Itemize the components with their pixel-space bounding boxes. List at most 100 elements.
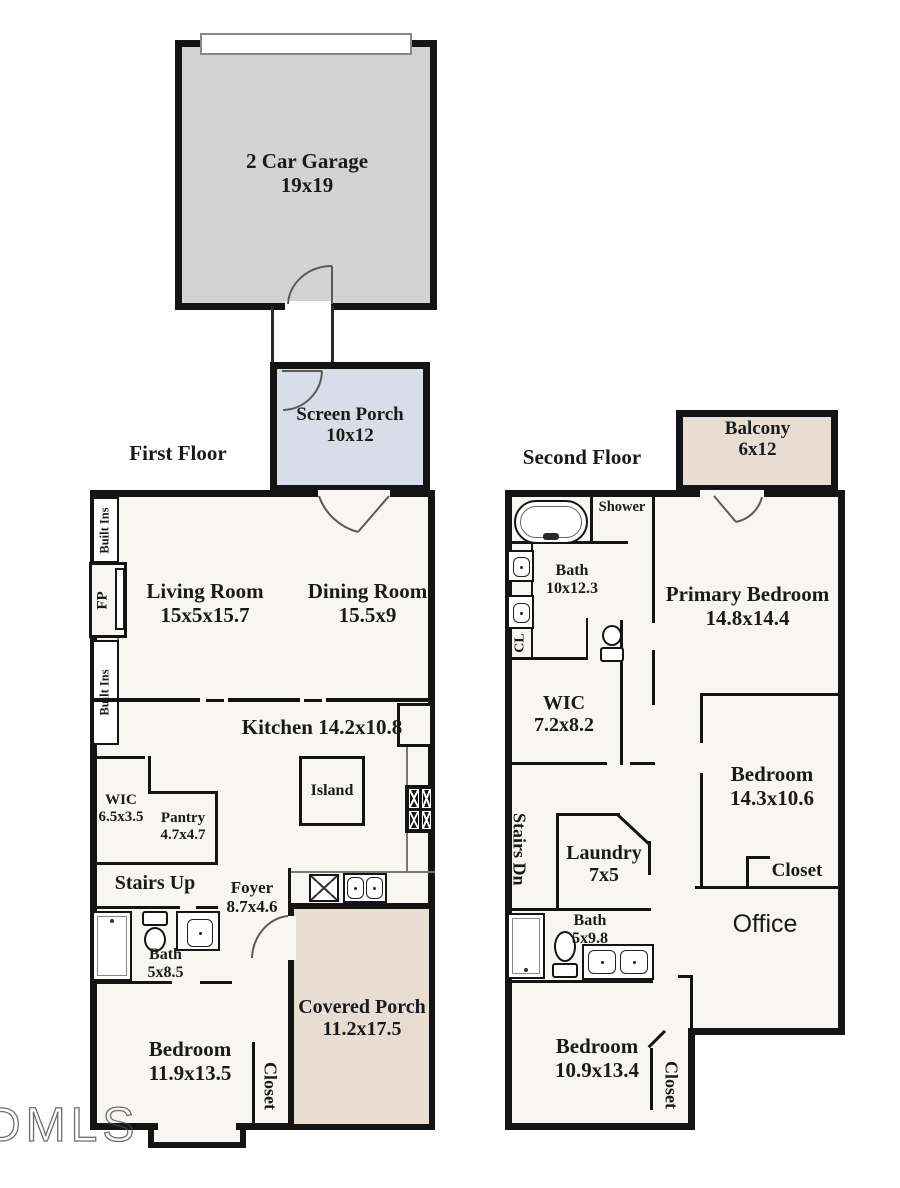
primary-bedroom-name: Primary Bedroom [665,582,830,606]
sink-basin [366,877,383,899]
toilet-tank [552,963,578,978]
sf-wall-wing-right [688,1028,695,1130]
sink-basin [620,950,648,974]
stove-burner [421,810,431,829]
second-floor-title: Second Floor [522,445,642,469]
garage-door-panel [200,33,412,55]
stove [405,785,435,833]
balcony-name: Balcony [724,418,791,439]
sf-wall-office-bottom [688,1028,845,1035]
pantry-right-wall [215,791,218,865]
balcony-door-gap [700,490,764,498]
wic2-name: WIC [542,692,586,714]
stairs-top-wall [90,862,218,865]
wic2-label: WIC 7.2x8.2 [508,692,620,737]
bedroom2-left-wall-lower [700,773,703,888]
bedroom2-name: Bedroom [730,762,814,786]
kitchen-wall-dash1 [206,699,224,702]
cooktop-box [309,874,339,902]
cl-label-wrap: CL [508,627,533,658]
wic2-bottom-seg1 [512,762,607,765]
living-room-dims: 15x5x15.7 [160,602,250,627]
stove-burner [409,789,419,808]
balcony-door-arc [713,495,763,523]
foyer-door-arc [251,915,289,959]
dining-room-label: Dining Room 15.5x9 [295,579,440,627]
toilet-tank [600,647,624,662]
stairs-up-label: Stairs Up [114,872,196,894]
porch-counter-wall [288,868,291,905]
laundry-name: Laundry [566,842,642,864]
hallbath-bottom-wall [512,980,653,983]
cl-bottom-wall [512,657,588,660]
bedroom2-label: Bedroom 14.3x10.6 [702,762,842,810]
built-ins-upper-box: Built Ins [92,497,119,563]
primary-bedroom-label: Primary Bedroom 14.8x14.4 [655,582,840,630]
pantry-name: Pantry [160,810,206,826]
wic-pantry-divider [148,756,151,794]
primary-sink-1 [507,550,534,582]
bath1-top-wall-seg2 [196,906,218,909]
covered-porch-dims: 11.2x17.5 [322,1018,402,1041]
built-ins-lower-label: Built Ins [98,669,112,716]
pantry-dims: 4.7x4.7 [160,826,206,843]
bath3-label: Bath 5x9.8 [558,912,622,948]
wic1-dims: 6.5x3.5 [98,808,144,825]
second-floor-lower-wing [505,980,695,1130]
garage-door-arc [287,264,333,305]
toilet-alcove-wall [586,618,588,660]
closet1-label: Closet [260,1062,281,1110]
toilet-primary [598,624,626,662]
wic1-name: WIC [105,792,137,808]
bedroom3-dims: 10.9x13.4 [555,1057,639,1082]
kitchen-dims: 14.2x10.8 [318,715,403,739]
pantry-top-wall [148,791,218,794]
shower-stall-first-floor [92,911,132,981]
toilet-first-floor [140,911,170,953]
closet2-label: Closet [771,860,823,881]
garage-dims: 19x19 [280,172,334,197]
garage-name: 2 Car Garage [245,149,369,173]
fireplace-hearth [115,568,125,630]
bedroom1-dims: 11.9x13.5 [148,1060,232,1085]
screen-porch-name: Screen Porch [296,404,404,425]
sink-basin [187,919,213,947]
tub-faucet [543,533,559,540]
office-label: Office [732,910,798,938]
kitchen-wall-seg3 [326,698,435,702]
sf-wall-right [838,490,845,1035]
screen-porch-door-arc [282,370,323,411]
office-left-tick [678,975,692,978]
office-left-wall [690,975,693,1030]
bedroom1-name: Bedroom [148,1037,232,1061]
sink-basin [513,603,530,623]
wic1-label: WIC 6.5x3.5 [92,792,150,826]
toilet-hall-bath [550,930,580,978]
kitchen-island: Island [299,756,365,826]
vanity-first-floor [176,911,220,951]
toilet-bowl [554,931,576,962]
foyer-label: Foyer 8.7x4.6 [212,878,292,916]
bath1-dims: 5x8.5 [147,963,184,981]
kitchen-wall-seg2 [228,698,300,702]
screen-porch-room [270,362,430,492]
wic2-bottom-seg2 [630,762,655,765]
closet3-left-wall [650,1048,653,1110]
bedroom3-name: Bedroom [555,1034,639,1058]
living-room-name: Living Room [146,579,264,603]
breezeway-wall-left [271,306,274,364]
bath2-name: Bath [555,562,589,579]
hallbath-top-wall [512,908,651,911]
hall-bath-double-vanity [582,944,654,980]
bath2-bedroom-wall-lower [652,650,655,705]
balcony-label: Balcony 6x12 [690,418,825,461]
laundry-dims: 7x5 [589,864,619,887]
bath1-label: Bath 5x8.5 [128,946,203,982]
sf-wall-top [505,490,845,497]
wic-top-wall [90,756,145,759]
bath3-dims: 5x9.8 [572,929,608,947]
foyer-name: Foyer [230,878,274,897]
dining-room-name: Dining Room [307,579,428,603]
sink-basin [588,950,616,974]
kitchen-label: Kitchen 14.2x10.8 [222,715,422,740]
